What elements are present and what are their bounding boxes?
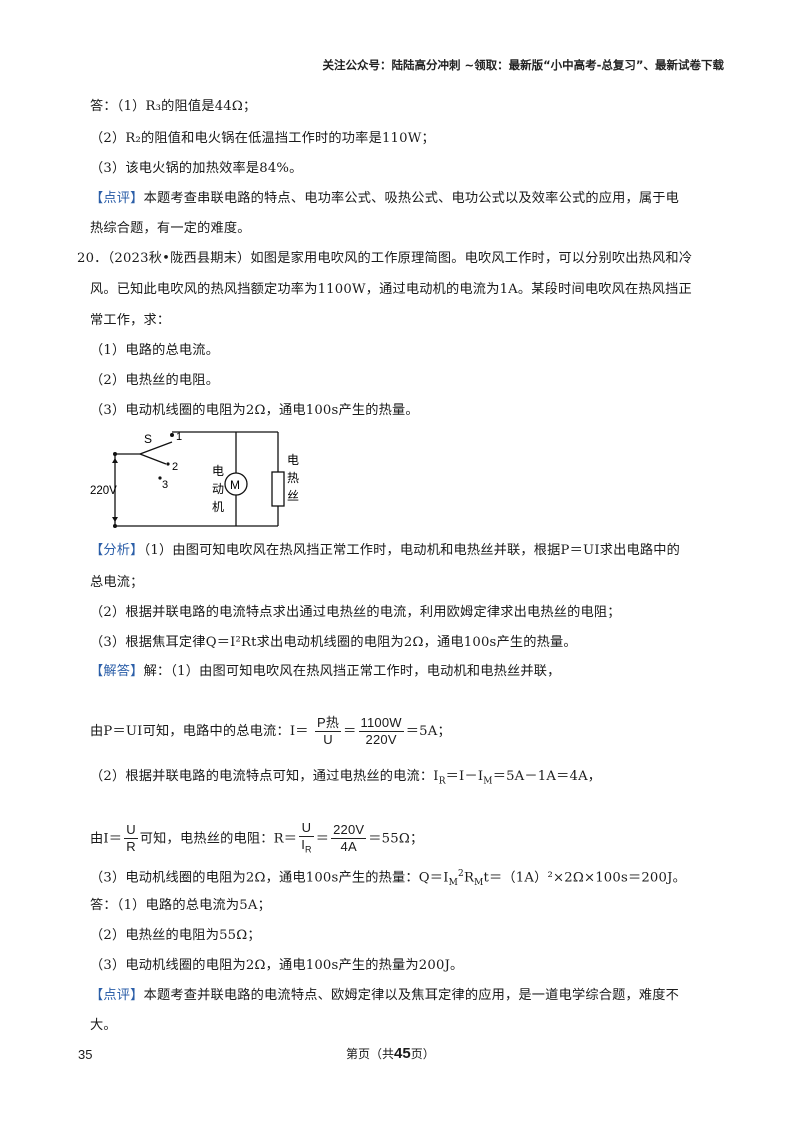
analysis-tag: 【分析】 [90,543,144,558]
answer-1: （1）电路的总电流为5A； [116,898,271,913]
fraction-den: 220V [365,732,397,747]
prev-answer-3: （3）该电火锅的加热效率是84%。 [90,161,303,176]
solution-step2-rest: ＝I－I [445,769,484,784]
answer-label: 答： [90,898,117,913]
heater-label-1: 电 [287,453,299,467]
question-sub-2: （2）电热丝的电阻。 [90,373,220,388]
prev-review-tag: 【点评】 [90,191,144,206]
fraction-den: IR [299,837,314,858]
sub-m: M [483,776,493,787]
question-number: 20． [77,251,108,266]
sub-r: R [305,844,312,855]
solution-tag: 【解答】 [90,664,144,679]
sub-r: R [438,776,446,787]
prev-answer-1: （1）R₃的阻值是44Ω； [116,99,257,114]
prev-answer-2: （2）R₂的阻值和电火锅在低温挡工作时的功率是110W； [90,131,435,146]
solution-step3-mid: 可知，电热丝的电阻：R＝ [139,831,298,847]
solution-step1-prefix: 由P＝UI可知，电路中的总电流：I＝ [90,724,309,739]
solution-step1-result: ＝5A； [405,724,451,739]
switch-pos-1: 1 [176,431,182,443]
solution-step2-end: ＝5A－1A＝4A， [492,769,602,784]
prev-review-text-a: 本题考查串联电路的特点、电功率公式、吸热公式、电功公式以及效率公式的应用，属于电 [143,191,680,206]
solution-step-2: （2）根据并联电路的电流特点可知，通过电热丝的电流：IR＝I－IM＝5A－1A＝… [90,767,601,792]
question-text-3: 常工作，求： [90,313,171,328]
sub-m: M [448,878,459,889]
solution-step-4: （3）电动机线圈的电阻为2Ω，通电100s产生的热量：Q＝IM2RMt＝（1A）… [90,864,686,893]
fraction-num: 220V [331,822,367,840]
question-sub-1: （1）电路的总电流。 [90,343,220,358]
fraction-den-i: I [301,837,305,852]
fraction-den: U [323,732,333,747]
fraction-num: U [124,822,138,840]
answer-2: （2）电热丝的电阻为55Ω； [90,928,261,943]
circuit-diagram: S 1 2 3 220V M 电 动 机 电 热 丝 [90,431,299,528]
heater-label-2: 热 [287,471,299,485]
prev-review-line1: 【点评】本题考查串联电路的特点、电功率公式、吸热公式、电功公式以及效率公式的应用… [90,189,679,209]
symbol-r: R [463,870,475,886]
analysis-text-2: （2）根据并联电路的电流特点求出通过电热丝的电流，利用欧姆定律求出电热丝的电阻； [90,605,621,620]
analysis-line1: 【分析】（1）由图可知电吹风在热风挡正常工作时，电动机和电热丝并联，根据P＝UI… [90,541,680,561]
fraction-den: R [126,839,136,855]
review-tag: 【点评】 [90,988,144,1003]
motor-label-3: 机 [212,500,224,514]
fraction-den: 4A [340,839,357,855]
prev-answer-label: 答： [90,99,117,114]
prev-review-text-b: 热综合题，有一定的难度。 [90,221,251,236]
header-note: 关注公众号：陆陆高分冲刺 ~领取：最新版“小中高考-总复习”、最新试卷下载 [322,58,724,72]
solution-step4-end: t＝（1A）²×2Ω×100s＝200J。 [483,870,686,886]
switch-label: S [144,432,152,446]
answer-3: （3）电动机线圈的电阻为2Ω，通电100s产生的热量为200J。 [90,958,464,973]
analysis-text-3: （3）根据焦耳定律Q＝I²Rt求出电动机线圈的电阻为2Ω，通电100s产生的热量… [90,635,577,650]
question-text-2: 风。已知此电吹风的热风挡额定功率为1100W，通过电动机的电流为1A。某段时间电… [90,282,692,297]
sup-2: 2 [458,869,464,879]
question-sub-3: （3）电动机线圈的电阻为2Ω，通电100s产生的热量。 [90,403,419,418]
motor-label-1: 电 [212,464,224,478]
fraction-num: U [299,820,314,837]
solution-step3-prefix: 由I＝ [90,831,123,847]
motor-symbol: M [230,478,240,492]
prev-answer-line1: 答：（1）R₃的阻值是44Ω； [90,97,256,117]
solution-step2-text: （2）根据并联电路的电流特点可知，通过电热丝的电流：I [90,769,439,784]
solution-step3-result: ＝55Ω； [368,831,424,847]
answer-line1: 答：（1）电路的总电流为5A； [90,896,271,916]
switch-pos-3: 3 [162,479,168,491]
footer-page-count: 第页（共45页） [346,1045,435,1062]
footer-suffix: 页） [410,1047,435,1061]
footer-prefix: 第页（共 [346,1047,395,1061]
solution-text-0: 解：（1）由图可知电吹风在热风挡正常工作时，电动机和电热丝并联， [143,664,561,679]
voltage-label: 220V [90,485,117,497]
heater-label-3: 丝 [287,489,299,503]
review-text-2: 大。 [90,1018,117,1033]
question-line1: 20．（2023秋•陇西县期末）如图是家用电吹风的工作原理简图。电吹风工作时，可… [77,249,692,269]
analysis-text-1b: 总电流； [90,575,144,590]
analysis-text-1: （1）由图可知电吹风在热风挡正常工作时，电动机和电热丝并联，根据P＝UI求出电路… [143,543,681,558]
fraction-num: P热 [315,715,342,732]
solution-step4-text: （3）电动机线圈的电阻为2Ω，通电100s产生的热量：Q＝I [90,870,449,886]
solution-line1: 【解答】解：（1）由图可知电吹风在热风挡正常工作时，电动机和电热丝并联， [90,662,561,682]
switch-pos-2: 2 [172,461,178,473]
footer-total: 45 [394,1045,411,1062]
review-text-1: 本题考查并联电路的电流特点、欧姆定律以及焦耳定律的应用，是一道电学综合题，难度不 [143,988,680,1003]
motor-label-2: 动 [212,482,224,496]
fraction-num: 1100W [358,715,404,732]
sub-m: M [474,878,484,889]
question-text-1: （2023秋•陇西县期末）如图是家用电吹风的工作原理简图。电吹风工作时，可以分别… [107,251,693,266]
review-line1: 【点评】本题考查并联电路的电流特点、欧姆定律以及焦耳定律的应用，是一道电学综合题… [90,986,679,1006]
footer-page-number: 35 [78,1047,93,1062]
